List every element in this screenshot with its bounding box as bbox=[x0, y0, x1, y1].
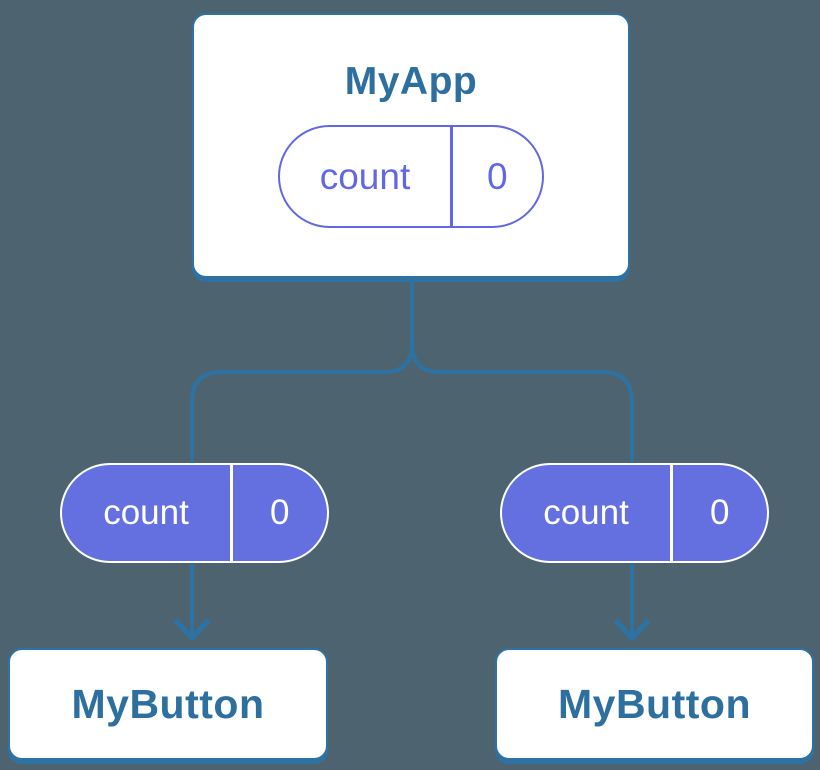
prop-name: count bbox=[103, 493, 189, 532]
prop-pill-left: count 0 bbox=[60, 463, 329, 563]
pill-divider bbox=[450, 127, 453, 226]
state-value: 0 bbox=[486, 155, 508, 197]
prop-pill-right: count 0 bbox=[500, 463, 769, 563]
myapp-card: MyApp count 0 bbox=[192, 13, 630, 278]
arrow-down-left-icon bbox=[174, 619, 210, 641]
connector-branch-left bbox=[190, 275, 414, 635]
mybutton-card-left: MyButton bbox=[8, 648, 328, 760]
myapp-title: MyApp bbox=[344, 60, 478, 103]
mybutton-card-right: MyButton bbox=[495, 648, 814, 760]
state-name: count bbox=[319, 155, 411, 197]
pill-divider bbox=[670, 465, 673, 561]
arrow-down-right-icon bbox=[614, 619, 650, 641]
pill-divider bbox=[230, 465, 233, 561]
prop-value: 0 bbox=[270, 493, 290, 532]
prop-name: count bbox=[543, 493, 629, 532]
mybutton-title: MyButton bbox=[71, 680, 265, 727]
connector-branch-right bbox=[410, 275, 634, 635]
prop-value: 0 bbox=[710, 493, 730, 532]
root-state-pill: count 0 bbox=[278, 125, 544, 228]
mybutton-title: MyButton bbox=[557, 680, 751, 727]
